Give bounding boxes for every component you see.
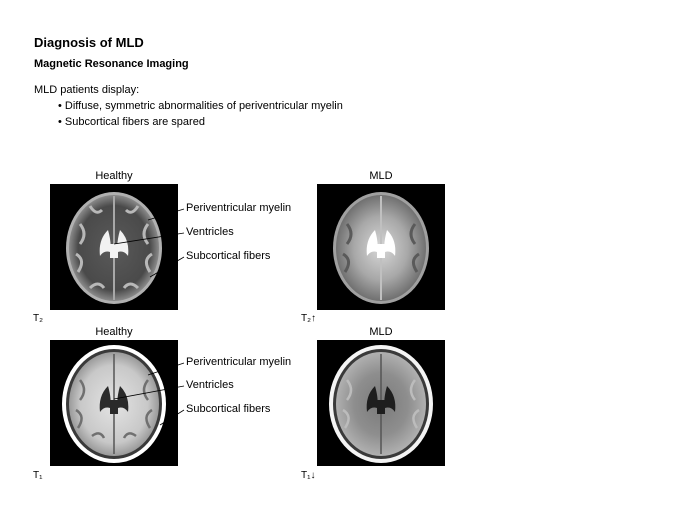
- bullet-item: Diffuse, symmetric abnormalities of peri…: [58, 98, 343, 114]
- slide-title: Diagnosis of MLD: [34, 35, 144, 50]
- t1-healthy-sequence: T₁: [33, 470, 43, 481]
- t1-mld-label: MLD: [369, 326, 393, 338]
- t2-healthy-mri-image: [50, 184, 178, 310]
- annotation-periventricular-myelin-t1: Periventricular myelin: [186, 356, 292, 368]
- intro-text: MLD patients display:: [34, 84, 140, 96]
- annotation-ventricles-t2: Ventricles: [186, 226, 234, 238]
- annotation-subcortical-fibers-t1: Subcortical fibers: [186, 403, 271, 415]
- t2-healthy-sequence: T₂: [33, 313, 43, 324]
- bullet-item: Subcortical fibers are spared: [58, 114, 343, 130]
- slide-subtitle: Magnetic Resonance Imaging: [34, 58, 189, 70]
- annotation-periventricular-myelin-t2: Periventricular myelin: [186, 202, 292, 214]
- t2-healthy-label: Healthy: [95, 170, 133, 182]
- annotation-subcortical-fibers-t2: Subcortical fibers: [186, 250, 271, 262]
- t2-mld-mri-image: [317, 184, 445, 310]
- t2-mld-sequence: T₂↑: [301, 313, 316, 324]
- t2-mld-label: MLD: [369, 170, 393, 182]
- t1-mld-mri-image: [317, 340, 445, 466]
- t1-mld-sequence: T₁↓: [301, 470, 316, 481]
- annotation-ventricles-t1: Ventricles: [186, 379, 234, 391]
- bullet-list: Diffuse, symmetric abnormalities of peri…: [58, 98, 343, 130]
- t1-healthy-mri-image: [50, 340, 178, 466]
- t1-healthy-label: Healthy: [95, 326, 133, 338]
